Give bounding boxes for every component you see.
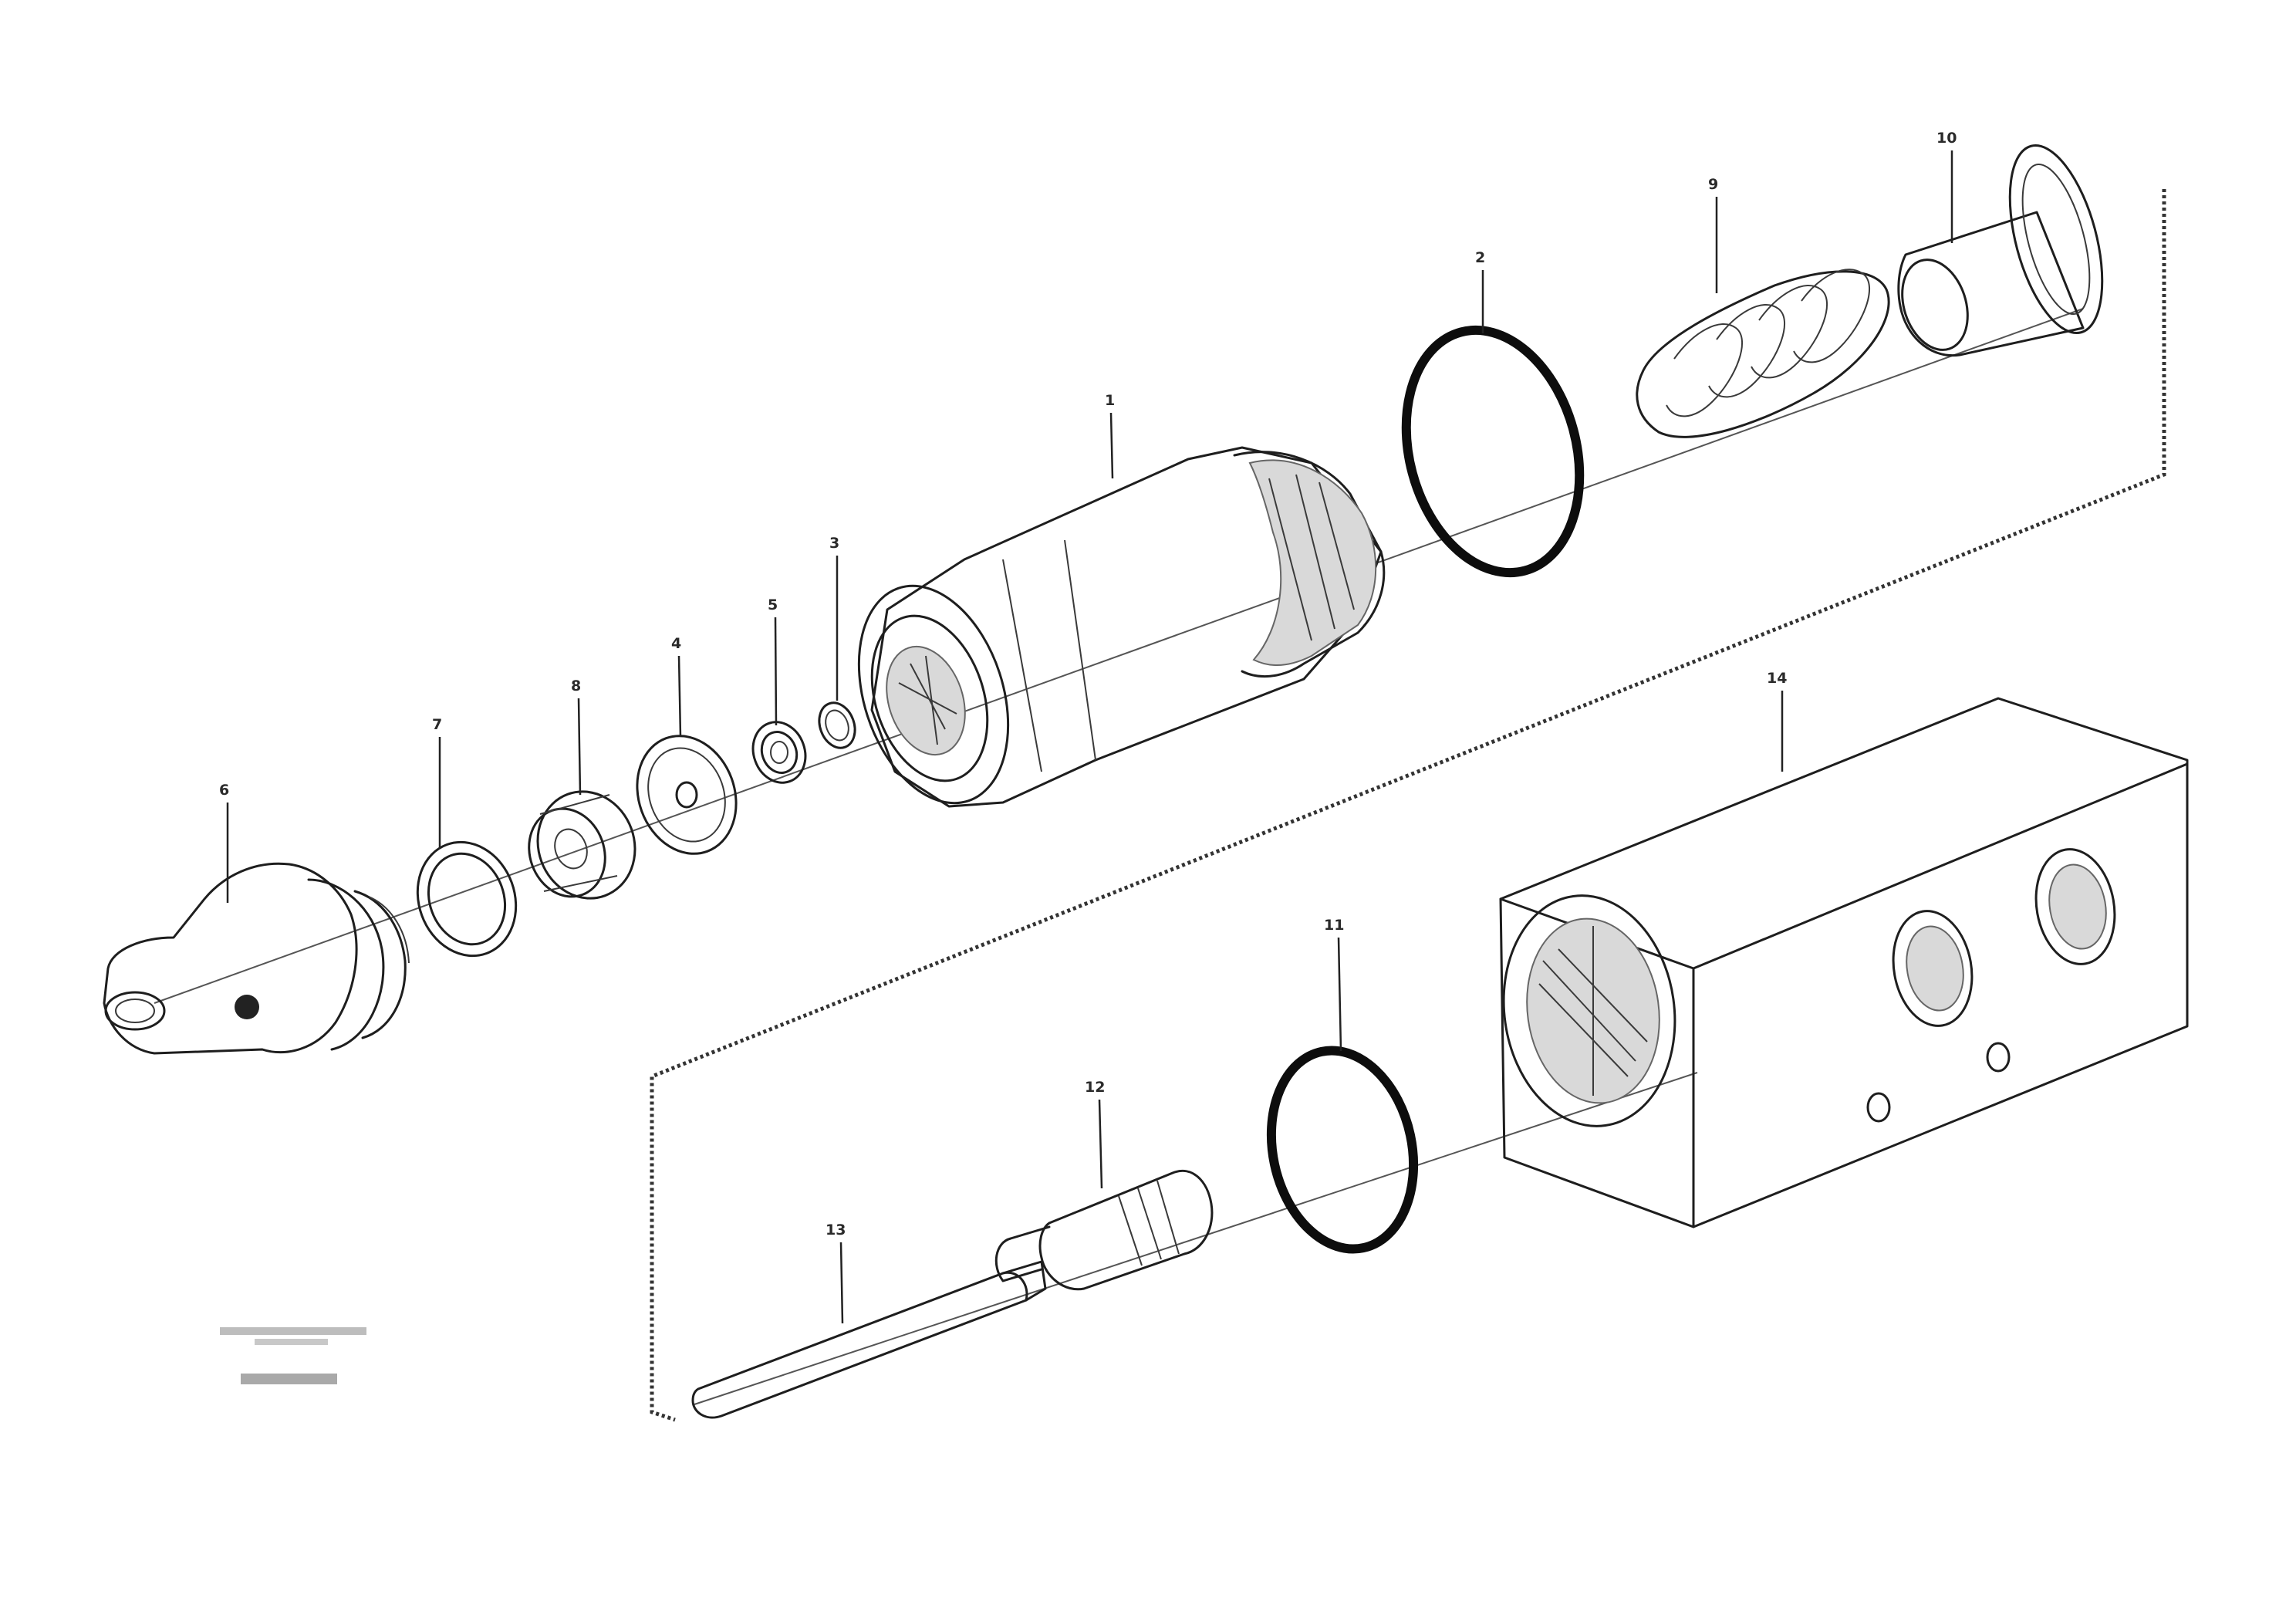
callout-13: 13 bbox=[826, 1222, 846, 1238]
callout-3: 3 bbox=[829, 535, 839, 552]
part-11-medium-o-ring bbox=[1266, 1046, 1419, 1254]
part-3-small-o-ring bbox=[818, 701, 856, 749]
callout-8: 8 bbox=[571, 678, 581, 694]
leader-lines bbox=[226, 150, 1953, 1324]
part-2-large-o-ring bbox=[1401, 325, 1585, 578]
callout-1: 1 bbox=[1105, 392, 1115, 409]
part-7-ring bbox=[416, 840, 518, 958]
callout-9: 9 bbox=[1708, 176, 1718, 193]
assembly-boundary-dashed bbox=[650, 189, 2166, 1422]
callout-6: 6 bbox=[219, 782, 229, 799]
part-5-small-nut bbox=[751, 721, 807, 784]
callout-14: 14 bbox=[1767, 670, 1787, 687]
part-8-bushing bbox=[528, 790, 636, 900]
callout-5: 5 bbox=[768, 596, 778, 613]
callout-10: 10 bbox=[1936, 130, 1957, 147]
callout-7: 7 bbox=[432, 716, 442, 733]
part-1-valve-body bbox=[857, 446, 1386, 808]
part-9-spring bbox=[1636, 269, 1890, 438]
callout-11: 11 bbox=[1324, 917, 1344, 934]
part-12-valve-plug bbox=[994, 1169, 1214, 1291]
part-6-end-fitting bbox=[103, 862, 410, 1055]
part-13-pin bbox=[691, 1260, 1047, 1419]
part-4-washer bbox=[636, 735, 738, 855]
part-10-plunger-cap bbox=[1897, 144, 2104, 357]
callout-12: 12 bbox=[1085, 1079, 1105, 1096]
callout-labels: 6 7 8 4 5 3 1 2 9 10 14 11 12 13 bbox=[219, 130, 1957, 1238]
callout-4: 4 bbox=[671, 635, 681, 652]
callout-2: 2 bbox=[1475, 249, 1485, 266]
assembly-axis-lines bbox=[154, 308, 2084, 1405]
part-14-manifold-block bbox=[1499, 697, 2189, 1228]
drawing-reference-stamp bbox=[220, 1327, 366, 1384]
